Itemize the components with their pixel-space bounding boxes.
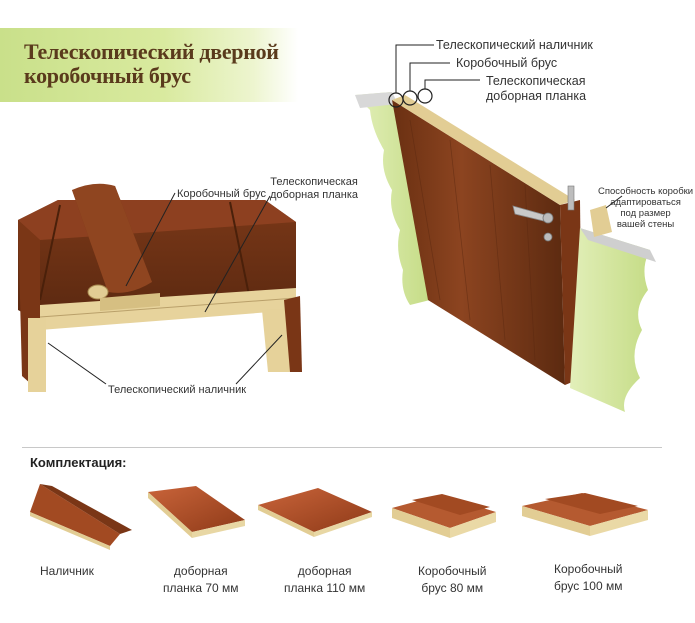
kit-item-box-beam-100-line2: брус 100 мм <box>554 579 623 593</box>
kit-item-plank-110: доборная планка 110 мм <box>284 563 365 597</box>
label-ext-strip-left-line1: Телескопическая <box>270 176 358 188</box>
frame-cross-section-illustration <box>18 183 302 392</box>
kit-item-plank-110-line2: планка 110 мм <box>284 581 366 595</box>
kit-image-box-beam-100 <box>522 493 648 536</box>
kit-item-casing: Наличник <box>40 563 94 580</box>
kit-item-box-beam-80-line2: брус 80 мм <box>421 581 484 595</box>
label-box-beam-left: Коробочный брус <box>177 188 267 200</box>
adapt-note-line2: адаптироваться <box>610 197 681 208</box>
kit-item-box-beam-80: Коробочный брус 80 мм <box>418 563 487 597</box>
kit-item-plank-70-line1: доборная <box>173 564 228 578</box>
kit-item-box-beam-100: Коробочный брус 100 мм <box>554 561 623 595</box>
kit-item-box-beam-100-line1: Коробочный <box>554 562 623 576</box>
kit-item-plank-70: доборная планка 70 мм <box>163 563 239 597</box>
label-casing-left: Телескопический наличник <box>108 384 247 396</box>
adapt-note: Способность коробки адаптироваться под р… <box>598 186 693 230</box>
kit-image-plank-70 <box>148 486 245 538</box>
door-wall-illustration <box>355 88 656 412</box>
kit-item-plank-70-line2: планка 70 мм <box>163 581 239 595</box>
adapt-note-line1: Способность коробки <box>598 186 694 197</box>
kit-item-plank-110-line1: доборная <box>297 564 352 578</box>
left-leader-lines <box>47 192 283 385</box>
adapt-note-line4: вашей стены <box>616 219 675 230</box>
label-ext-strip-right-line1: Телескопическая <box>486 74 586 88</box>
adapt-note-line3: под размер <box>620 208 671 219</box>
kit-item-casing-line1: Наличник <box>40 564 94 578</box>
title-banner <box>0 28 298 102</box>
right-leader-lines <box>395 44 623 209</box>
kit-item-box-beam-80-line1: Коробочный <box>418 564 487 578</box>
section-divider <box>22 447 662 448</box>
page-title-line1: Телескопический дверной <box>24 39 279 64</box>
label-casing-right: Телескопический наличник <box>436 38 593 52</box>
kit-image-plank-110 <box>258 488 372 537</box>
label-ext-strip-right: Телескопическая доборная планка <box>486 74 586 104</box>
label-ext-strip-right-line2: доборная планка <box>486 89 587 103</box>
page-title-line2: коробочный брус <box>24 63 191 88</box>
label-ext-strip-left: Телескопическая доборная планка <box>270 176 358 202</box>
kit-image-box-beam-80 <box>392 494 496 538</box>
label-box-beam-right: Коробочный брус <box>456 56 558 70</box>
label-ext-strip-left-line2: доборная планка <box>270 189 359 201</box>
kit-image-casing <box>30 484 132 550</box>
kit-title: Комплектация: <box>30 455 127 470</box>
page-title: Телескопический дверной коробочный брус <box>24 40 279 88</box>
